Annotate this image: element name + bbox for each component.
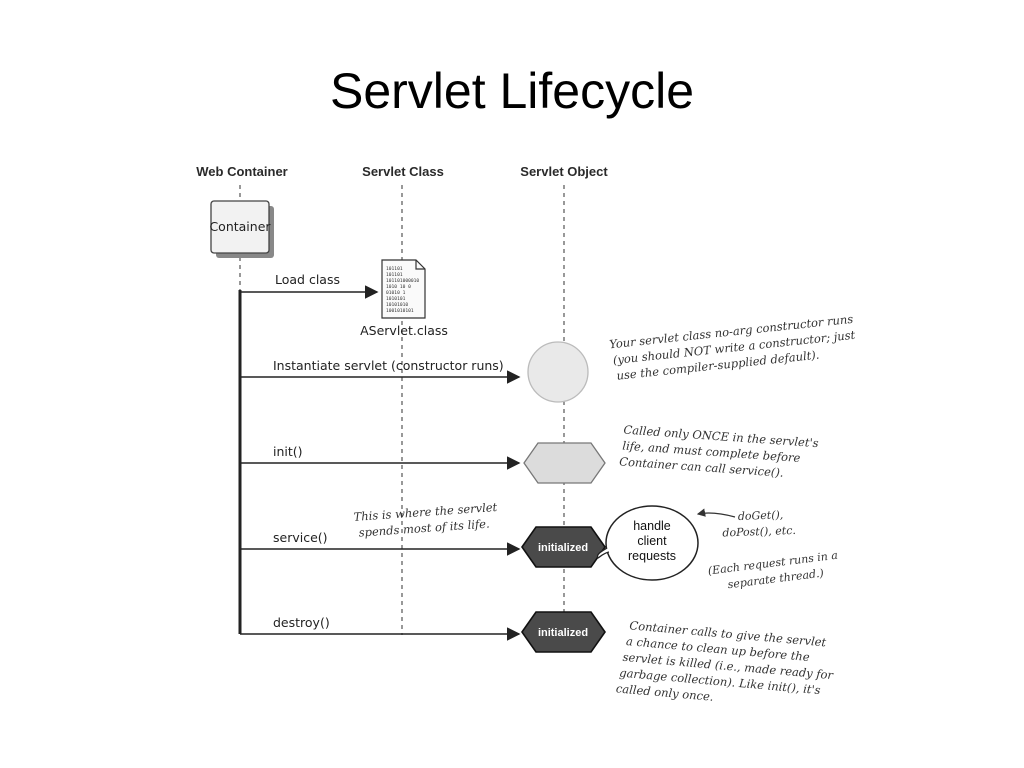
note-init: Called only ONCE in the servlet's life, …	[619, 423, 819, 480]
binary-line: 10101010	[386, 302, 408, 308]
binary-line: 101101	[386, 272, 403, 278]
binary-line: 101101	[386, 266, 403, 272]
note-doget-line: doPost(), etc.	[722, 524, 796, 540]
doget-arrow	[696, 508, 736, 518]
msg-service: service()	[273, 530, 328, 545]
msg-instantiate: Instantiate servlet (constructor runs)	[273, 358, 504, 373]
class-file-icon: 101101 101101 101101000010 1010 10 0 010…	[381, 259, 426, 319]
bubble-line-3: requests	[628, 549, 676, 563]
servlet-object-circle	[527, 341, 589, 403]
note-thread: (Each request runs in a separate thread.…	[707, 549, 838, 592]
bubble-pointer	[596, 547, 610, 559]
binary-line: 01010 1	[386, 290, 406, 296]
destroy-state-label: initialized	[538, 627, 588, 639]
bubble-line-1: handle	[633, 519, 671, 533]
binary-line: 1001010101	[386, 308, 414, 314]
binary-line: 101101000010	[386, 278, 419, 284]
container-label: Container	[209, 219, 271, 234]
msg-destroy: destroy()	[273, 615, 330, 630]
container-box: Container	[209, 200, 274, 258]
destroy-state-hexagon	[521, 611, 606, 653]
note-doget-line: doGet(),	[738, 508, 784, 523]
note-constructor: Your servlet class no-arg constructor ru…	[609, 312, 857, 383]
lane-servlet-class: Servlet Class	[362, 164, 444, 179]
msg-init: init()	[273, 444, 303, 459]
lane-web-container: Web Container	[196, 164, 288, 179]
binary-line: 1010101	[386, 296, 406, 302]
note-destroy: Container calls to give the servlet a ch…	[615, 618, 835, 704]
binary-line: 1010 10 0	[386, 284, 411, 290]
bubble-line-2: client	[637, 534, 667, 548]
lane-servlet-object: Servlet Object	[520, 164, 608, 179]
note-doget: doGet(), doPost(), etc.	[722, 508, 796, 540]
slide-title: Servlet Lifecycle	[329, 63, 695, 119]
service-state-label: initialized	[538, 542, 588, 554]
msg-load-class: Load class	[275, 272, 340, 287]
note-service-life: This is where the servlet spends most of…	[353, 500, 498, 540]
class-file-name: AServlet.class	[360, 323, 448, 338]
request-bubble	[605, 505, 699, 581]
service-state-hexagon	[521, 526, 606, 568]
init-hexagon	[523, 442, 606, 484]
